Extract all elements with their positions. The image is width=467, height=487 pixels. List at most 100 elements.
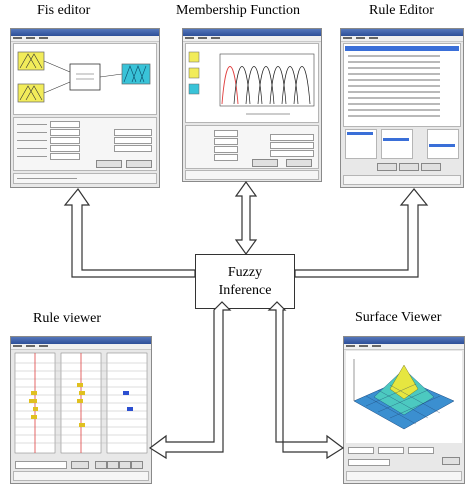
input2-link (43, 81, 71, 94)
delete-rule-button[interactable] (377, 163, 397, 171)
mf-curve-1 (221, 66, 239, 105)
rule-viewer-up-button[interactable] (131, 461, 143, 469)
surface-y-input-field[interactable] (378, 447, 404, 454)
input1-link (43, 60, 71, 73)
surface-evaluate-button[interactable] (442, 457, 460, 465)
surface-plot (346, 351, 462, 443)
rule-list-panel[interactable] (343, 43, 461, 127)
implication-field[interactable] (50, 137, 80, 144)
rule-editor-menubar (341, 36, 463, 42)
rule-viewer-output-fills (123, 391, 133, 411)
surface-viewer-status-bar (346, 471, 462, 481)
mf-variable-type-field[interactable] (214, 138, 238, 145)
mf-curve-6 (281, 66, 299, 105)
and-method-field[interactable] (50, 121, 80, 128)
current-variable-name-field[interactable] (114, 129, 152, 136)
add-rule-button[interactable] (399, 163, 419, 171)
rule-editor-window[interactable] (340, 28, 464, 188)
current-variable-type-field[interactable] (114, 137, 152, 144)
mf-properties-panel (185, 125, 319, 169)
output-link (99, 73, 123, 78)
arrow-to-membership-function (234, 180, 258, 256)
surface-mesh (365, 383, 441, 425)
surface-x-input-field[interactable] (348, 447, 374, 454)
fis-diagram (17, 51, 151, 103)
surface-z-output-field[interactable] (408, 447, 434, 454)
mf-input-var-icon (188, 67, 200, 79)
mf-display-range-field[interactable] (214, 154, 238, 161)
surface-viewer-titlebar (344, 337, 464, 344)
change-rule-button[interactable] (421, 163, 441, 171)
rule-viewer-input2-fills (77, 383, 85, 427)
fuzzy-inference-box: Fuzzy Inference (195, 254, 295, 309)
aggregation-field[interactable] (50, 145, 80, 152)
fuzzy-inference-line1: Fuzzy (227, 265, 263, 280)
arrow-to-rule-editor (294, 188, 429, 278)
fis-editor-menubar (11, 36, 159, 42)
input1-mf-shapes (19, 53, 43, 69)
or-method-field[interactable] (50, 129, 80, 136)
rule-viewer-right-button[interactable] (107, 461, 119, 469)
mf-curve-7 (293, 66, 311, 105)
surface-ref-input-field[interactable] (348, 459, 390, 466)
mf-curve-5 (269, 66, 287, 105)
mf-curve-4 (257, 66, 275, 105)
mf-editor-menubar (183, 36, 321, 42)
rule-list-selected-row[interactable] (345, 46, 459, 51)
rule-viewer-input1-fills (29, 391, 38, 419)
defuzzification-field[interactable] (50, 153, 80, 160)
rule-viewer-plot (14, 352, 148, 454)
arrow-to-rule-viewer (148, 301, 232, 460)
rule-editor-titlebar (341, 29, 463, 36)
surface-viewer-menubar (344, 344, 464, 350)
surface-viewer-label: Surface Viewer (355, 310, 442, 325)
fis-editor-window[interactable] (10, 28, 160, 188)
fis-status-bar (13, 173, 157, 184)
mf-close-button[interactable] (286, 159, 312, 167)
mf-help-button[interactable] (252, 159, 278, 167)
mf-variable-name-field[interactable] (214, 130, 238, 137)
mf-plot (188, 51, 315, 115)
fis-editor-label: Fis editor (37, 3, 91, 18)
mf-variable-range-field[interactable] (214, 146, 238, 153)
rule-viewer-down-button[interactable] (119, 461, 131, 469)
fis-diagram-panel (13, 43, 157, 115)
rule-viewer-label: Rule viewer (33, 311, 102, 326)
membership-function-label: Membership Function (176, 3, 301, 18)
rule-viewer-left-button[interactable] (95, 461, 107, 469)
mf-params-field[interactable] (270, 150, 314, 157)
surface-viewer-window[interactable] (343, 336, 465, 484)
rule-viewer-plot-points-field[interactable] (71, 461, 89, 469)
rule-viewer-status-bar (13, 471, 149, 481)
mf-status-bar (185, 170, 319, 180)
mf-name-field[interactable] (270, 134, 314, 141)
mf-curve-3 (245, 66, 263, 105)
mf-input-var-icon (188, 51, 200, 63)
arrow-to-surface-viewer (267, 301, 345, 460)
output-mf-shapes (123, 65, 147, 83)
rule-input-selector (345, 129, 377, 159)
rule-viewer-input-field[interactable] (15, 461, 67, 469)
mf-type-field[interactable] (270, 142, 314, 149)
current-variable-range-field[interactable] (114, 145, 152, 152)
rule-status-bar (343, 175, 461, 185)
input2-mf-shapes (19, 85, 43, 101)
help-button[interactable] (96, 160, 122, 168)
rule-list-rows (348, 55, 440, 117)
rule-output-selector (427, 129, 459, 159)
surface-peak (389, 364, 419, 400)
membership-function-window[interactable] (182, 28, 322, 182)
rule-viewer-menubar (11, 344, 151, 350)
fuzzy-inference-line2: Inference (218, 283, 272, 298)
rule-viewer-titlebar (11, 337, 151, 344)
rule-viewer-window[interactable] (10, 336, 152, 484)
fis-editor-titlebar (11, 29, 159, 36)
rule-input2-selector (381, 129, 413, 159)
close-button[interactable] (126, 160, 152, 168)
arrow-to-fis-editor (63, 187, 196, 278)
mf-output-var-icon (188, 83, 200, 95)
rule-list (345, 46, 459, 117)
mf-editor-titlebar (183, 29, 321, 36)
mf-curve-2 (233, 66, 251, 105)
